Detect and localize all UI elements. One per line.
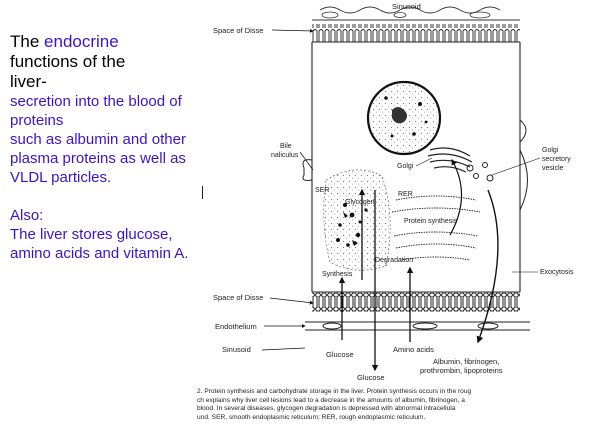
endothelium — [305, 321, 530, 331]
body-line: VLDL particles. — [10, 169, 112, 186]
label-endothelium: Endothelium — [215, 322, 257, 331]
also-heading: Also: — [10, 207, 44, 224]
label-space-of-disse-bottom: Space of Disse — [213, 293, 263, 302]
label-bile: Bile — [280, 143, 292, 150]
label-albumin-line2: prothrombin, lipoproteins — [420, 366, 503, 375]
label-degradation: Degradation — [375, 257, 413, 264]
caption-line: blood. In several diseases, glycogen deg… — [197, 405, 456, 413]
slide-title-line-1: The endocrine — [10, 32, 215, 52]
nucleus — [366, 80, 442, 156]
label-albumin-line1: Albumin, fibrinogen, — [433, 357, 499, 366]
caption-line: und. SER, smooth endoplasmic reticulum; … — [197, 414, 426, 422]
caption-line: 2. Protein synthesis and carbohydrate st… — [197, 388, 472, 395]
body-line: proteins — [10, 112, 64, 129]
label-sinusoid-top: Sinusoid — [392, 2, 421, 11]
label-glucose-in: Glucose — [326, 350, 354, 359]
label-synthesis: Synthesis — [322, 271, 353, 278]
transport-arrows — [338, 158, 499, 372]
label-golgi-vesicle-3: vesicle — [542, 165, 564, 172]
golgi-apparatus — [427, 147, 494, 182]
text-cursor — [202, 186, 203, 199]
cell-membrane — [311, 42, 521, 292]
label-canaliculus: naliculus — [271, 152, 299, 159]
label-glucose-out: Glucose — [357, 373, 385, 382]
slide-title-line-2: functions of the — [10, 52, 126, 71]
slide-text-block: The endocrine functions of the liver- se… — [10, 32, 215, 263]
title-prefix: The — [10, 32, 45, 51]
label-ser: SER — [315, 187, 329, 194]
label-space-of-disse-top: Space of Disse — [213, 26, 263, 35]
top-microvilli — [312, 24, 520, 42]
body-line: such as albumin and other — [10, 131, 186, 148]
label-glycogen: Glycogen — [345, 199, 375, 206]
label-rer: RER — [398, 191, 413, 198]
also-line: amino acids and vitamin A. — [10, 245, 189, 262]
label-golgi-vesicle-1: Golgi — [542, 147, 559, 154]
label-golgi: Golgi — [397, 163, 414, 170]
body-line: secretion into the blood of — [10, 93, 182, 110]
bottom-microvilli-band — [312, 293, 520, 311]
top-sinusoid: Sinusoid — [312, 2, 520, 21]
also-line: The liver stores glucose, — [10, 226, 173, 243]
caption-line: ch explains why liver cell lesions lead … — [197, 396, 465, 404]
slide-title-line-3: liver- — [10, 72, 47, 91]
label-sinusoid-bottom: Sinusoid — [222, 345, 251, 354]
figure-caption: 2. Protein synthesis and carbohydrate st… — [197, 388, 594, 423]
smooth-er-glycogen-region — [323, 169, 391, 271]
label-golgi-vesicle-2: secretory — [542, 156, 571, 163]
label-amino-acids: Amino acids — [393, 345, 434, 354]
body-line: plasma proteins as well as — [10, 150, 186, 167]
title-accent-word: endocrine — [44, 32, 119, 51]
label-exocytosis: Exocytosis — [540, 269, 574, 276]
rough-er — [391, 195, 481, 261]
label-protein-synthesis: Protein synthesis — [404, 218, 458, 225]
